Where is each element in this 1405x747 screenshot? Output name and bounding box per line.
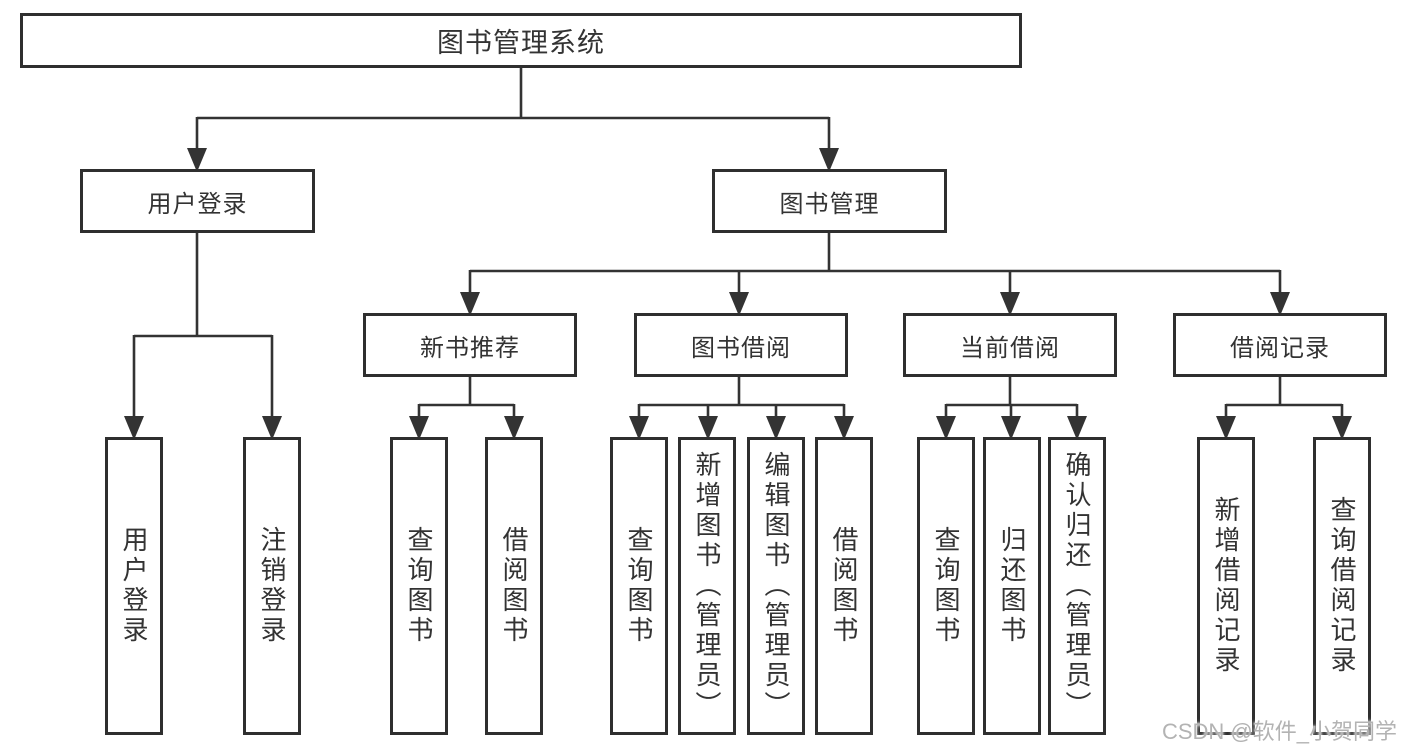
node-book-management-system: 图书管理系统: [20, 13, 1022, 68]
leaf-user-login: 用户登录: [105, 437, 163, 735]
node-label: 查询图书: [404, 526, 434, 646]
node-label: 查询借阅记录: [1327, 496, 1357, 676]
node-current-borrowing: 当前借阅: [903, 313, 1117, 377]
node-label: 用户登录: [119, 526, 149, 646]
node-user-login: 用户登录: [80, 169, 315, 233]
node-label: 当前借阅: [960, 334, 1060, 362]
node-label: 新增图书（管理员）: [692, 451, 722, 721]
leaf-bb-edit-books-admin: 编辑图书（管理员）: [747, 437, 805, 735]
node-label: 新书推荐: [420, 334, 520, 362]
leaf-bb-query-books: 查询图书: [610, 437, 668, 735]
node-book-borrowing: 图书借阅: [634, 313, 848, 377]
node-label: 新增借阅记录: [1211, 496, 1241, 676]
leaf-br-query-borrow-record: 查询借阅记录: [1313, 437, 1371, 735]
node-new-book-recommendation: 新书推荐: [363, 313, 577, 377]
leaf-bb-borrow-books: 借阅图书: [815, 437, 873, 735]
node-label: 图书借阅: [691, 334, 791, 362]
watermark: CSDN @软件_小贺同学: [1161, 719, 1397, 744]
node-label: 借阅图书: [499, 526, 529, 646]
node-label: 确认归还（管理员）: [1062, 451, 1092, 721]
leaf-bb-add-books-admin: 新增图书（管理员）: [678, 437, 736, 735]
node-label: 图书管理: [779, 190, 880, 218]
node-book-management: 图书管理: [712, 169, 947, 233]
node-label: 查询图书: [624, 526, 654, 646]
node-label: 图书管理系统: [437, 28, 605, 58]
node-borrowing-records: 借阅记录: [1173, 313, 1387, 377]
node-label: 注销登录: [257, 526, 287, 646]
leaf-cb-confirm-return-admin: 确认归还（管理员）: [1048, 437, 1106, 735]
node-label: 借阅图书: [829, 526, 859, 646]
leaf-br-add-borrow-record: 新增借阅记录: [1197, 437, 1255, 735]
leaf-nbr-query-books: 查询图书: [390, 437, 448, 735]
leaf-cb-query-books: 查询图书: [917, 437, 975, 735]
node-label: 编辑图书（管理员）: [761, 451, 791, 721]
node-label: 查询图书: [931, 526, 961, 646]
leaf-nbr-borrow-books: 借阅图书: [485, 437, 543, 735]
leaf-logout-login: 注销登录: [243, 437, 301, 735]
node-label: 归还图书: [997, 526, 1027, 646]
node-label: 用户登录: [147, 190, 248, 218]
node-label: 借阅记录: [1230, 334, 1330, 362]
leaf-cb-return-books: 归还图书: [983, 437, 1041, 735]
